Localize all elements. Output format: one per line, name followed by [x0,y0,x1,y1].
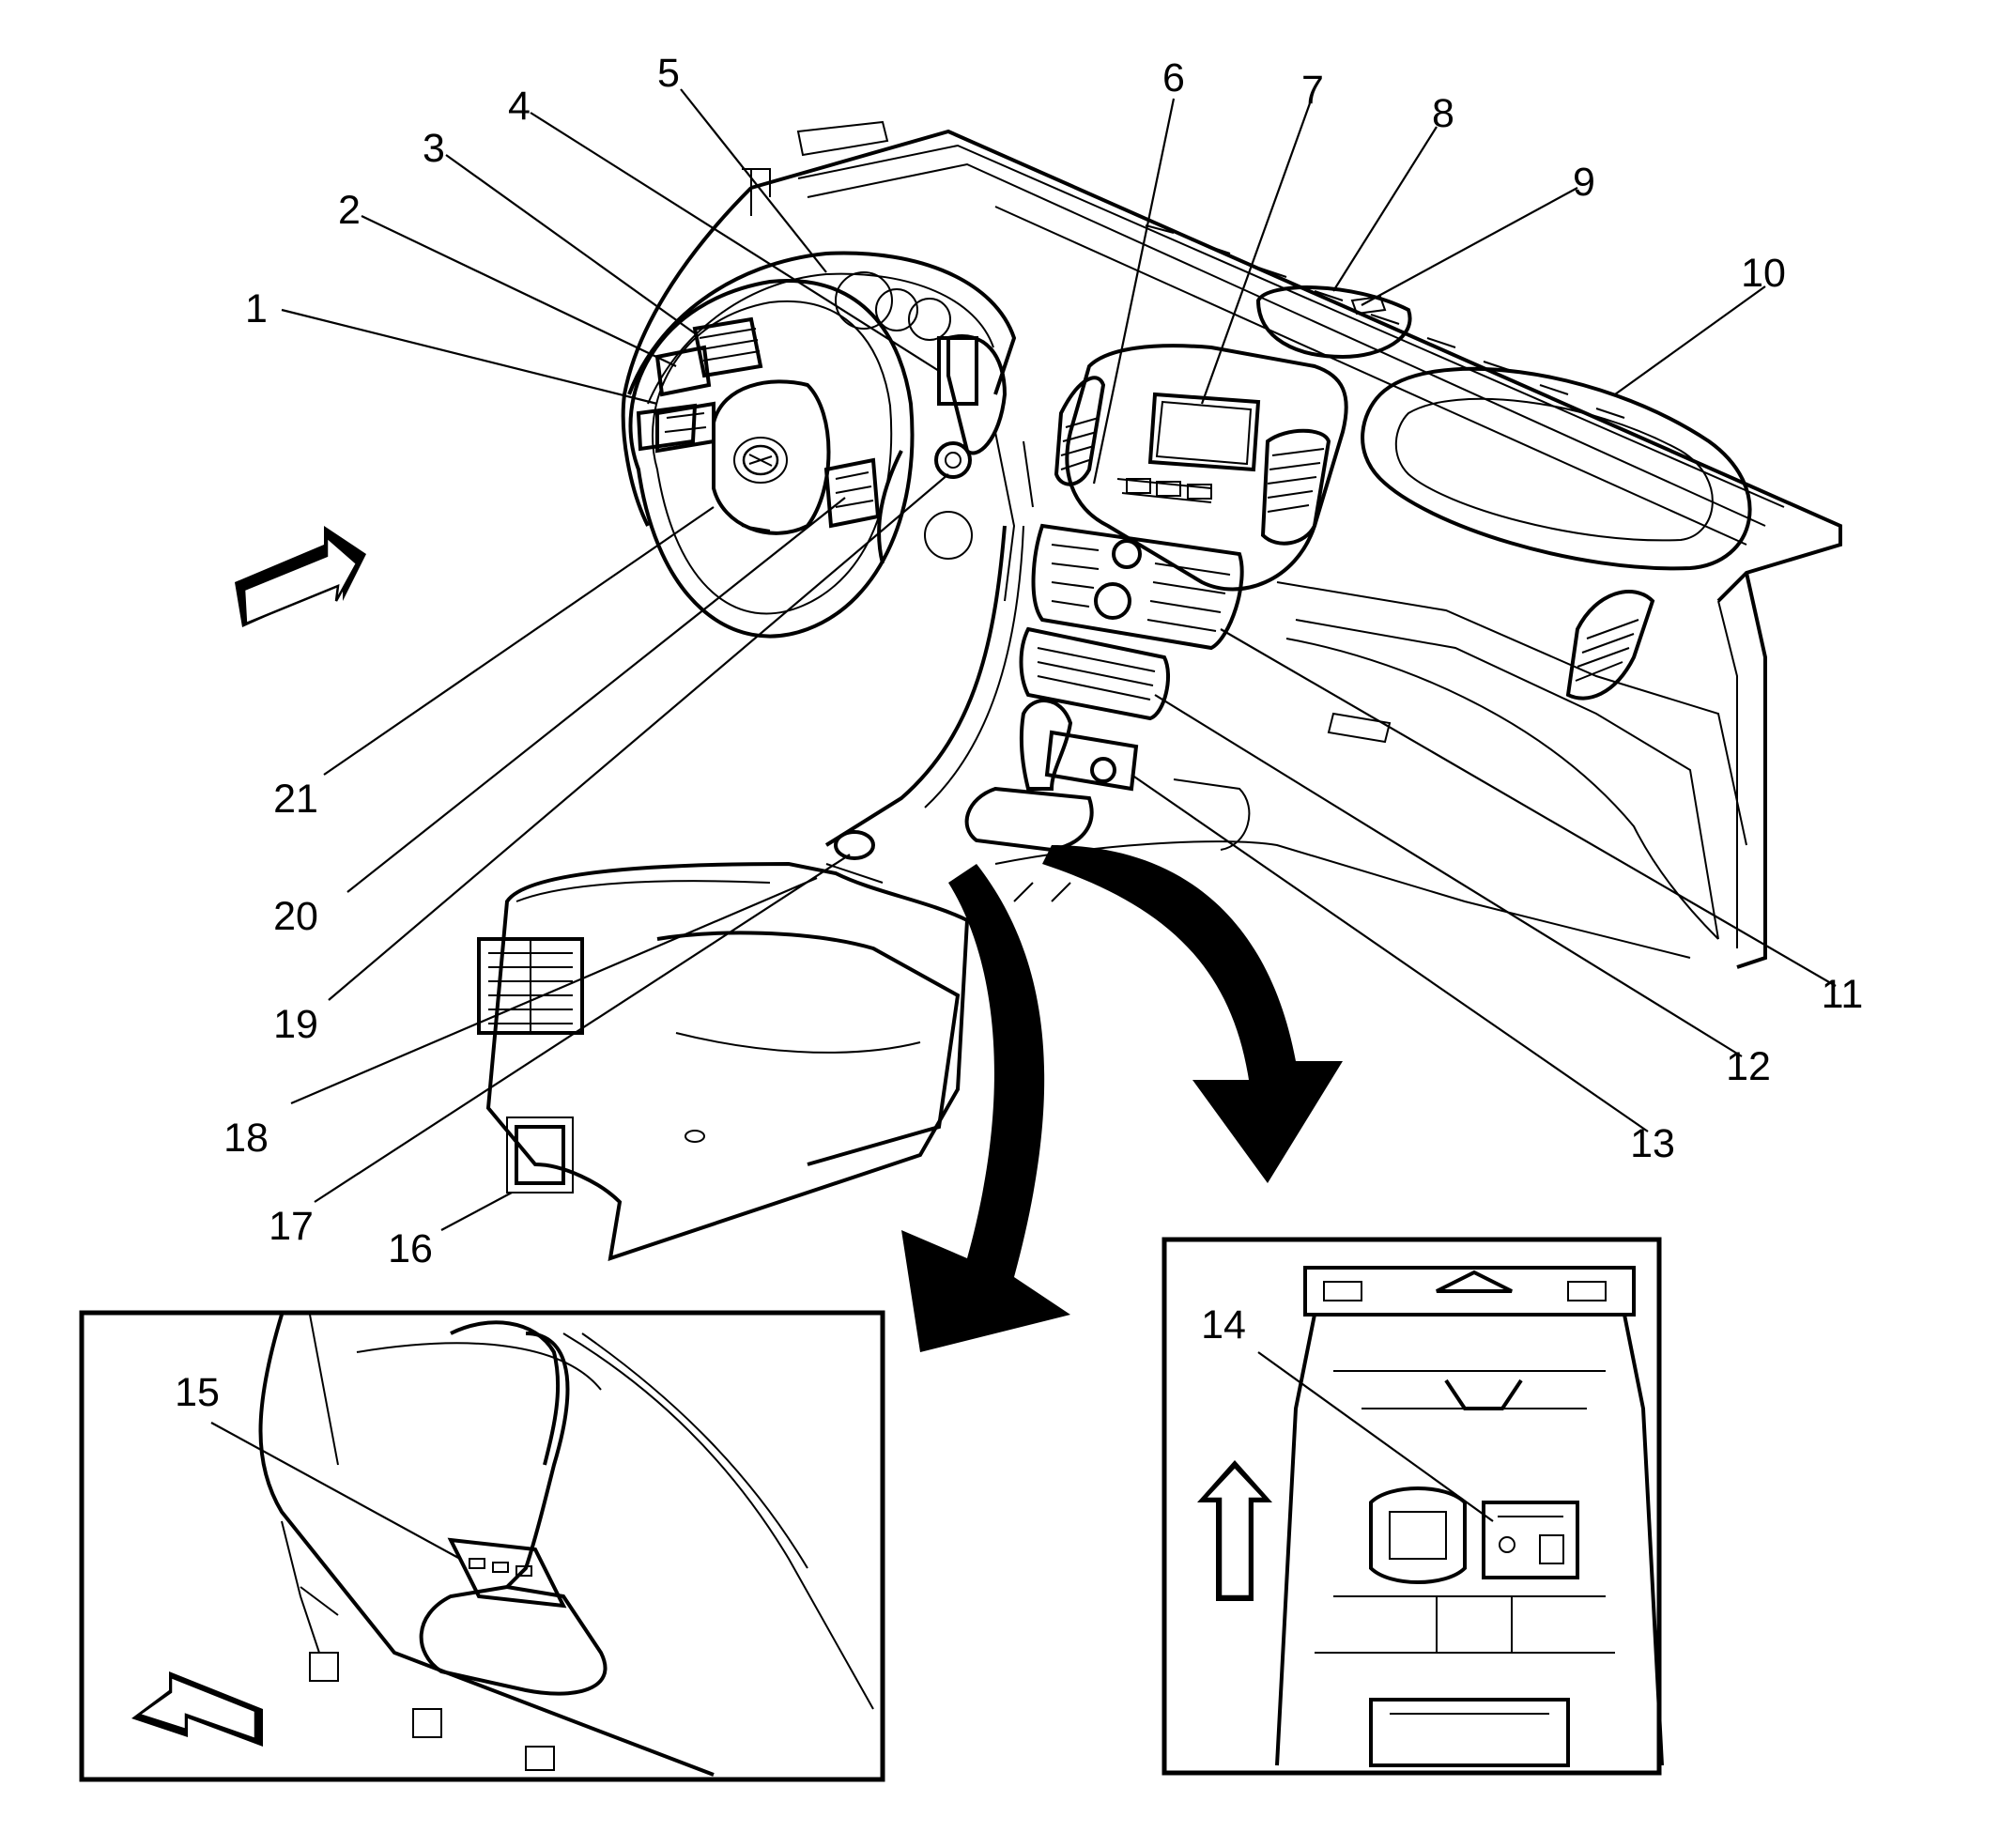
callout-18: 18 [223,1116,269,1161]
callout-labels: 1 2 3 4 5 6 7 8 9 10 11 12 13 14 15 16 1… [175,51,1863,1415]
leader-2 [361,215,677,367]
callout-14: 14 [1201,1302,1246,1348]
callout-8: 8 [1432,91,1454,136]
callout-9: 9 [1573,160,1595,205]
leader-15 [210,1422,461,1560]
emblem-icon [742,444,779,476]
callout-5: 5 [657,51,680,96]
leader-10 [1614,285,1766,395]
callout-17: 17 [269,1204,314,1249]
leader-18 [290,876,818,1105]
leader-3 [445,154,696,334]
leader-4 [530,112,940,372]
inset-detail-panel-console [1162,1237,1664,1776]
leader-16 [440,1192,513,1231]
callout-10: 10 [1741,251,1786,296]
leader-20 [346,497,846,893]
callout-2: 2 [338,188,361,233]
leader-12 [1154,694,1743,1057]
callout-20: 20 [273,894,318,939]
callout-16: 16 [388,1226,433,1271]
leader-13 [1131,774,1649,1132]
forward-direction-arrow-icon [235,526,366,627]
callout-13: 13 [1630,1121,1675,1166]
callout-6: 6 [1162,55,1185,100]
leader-14 [1257,1351,1494,1522]
detail-view-arrow-icon [901,845,1343,1352]
callout-4: 4 [508,84,531,129]
leader-11 [1220,628,1837,987]
instrument-panel-illustration [477,120,1842,1261]
leader-21 [323,506,715,776]
leader-19 [328,473,949,1001]
callout-15: 15 [175,1370,220,1415]
callout-1: 1 [245,286,268,331]
leader-6 [1092,98,1176,485]
leader-8 [1332,126,1438,292]
leader-9 [1361,187,1578,306]
leader-7 [1200,102,1312,405]
leader-1 [281,308,658,406]
callout-3: 3 [423,126,445,171]
inset-forward-arrow-icon [131,1671,263,1747]
leader-lines [210,88,1837,1560]
callout-7: 7 [1301,68,1324,113]
leader-5 [680,88,827,273]
inset-detail-panel-shifter [79,1310,885,1782]
leader-17 [314,854,851,1203]
callout-12: 12 [1726,1044,1771,1089]
callout-19: 19 [273,1002,318,1047]
inset-up-arrow-icon [1197,1460,1272,1601]
callout-21: 21 [273,777,318,822]
callout-11: 11 [1822,972,1864,1017]
